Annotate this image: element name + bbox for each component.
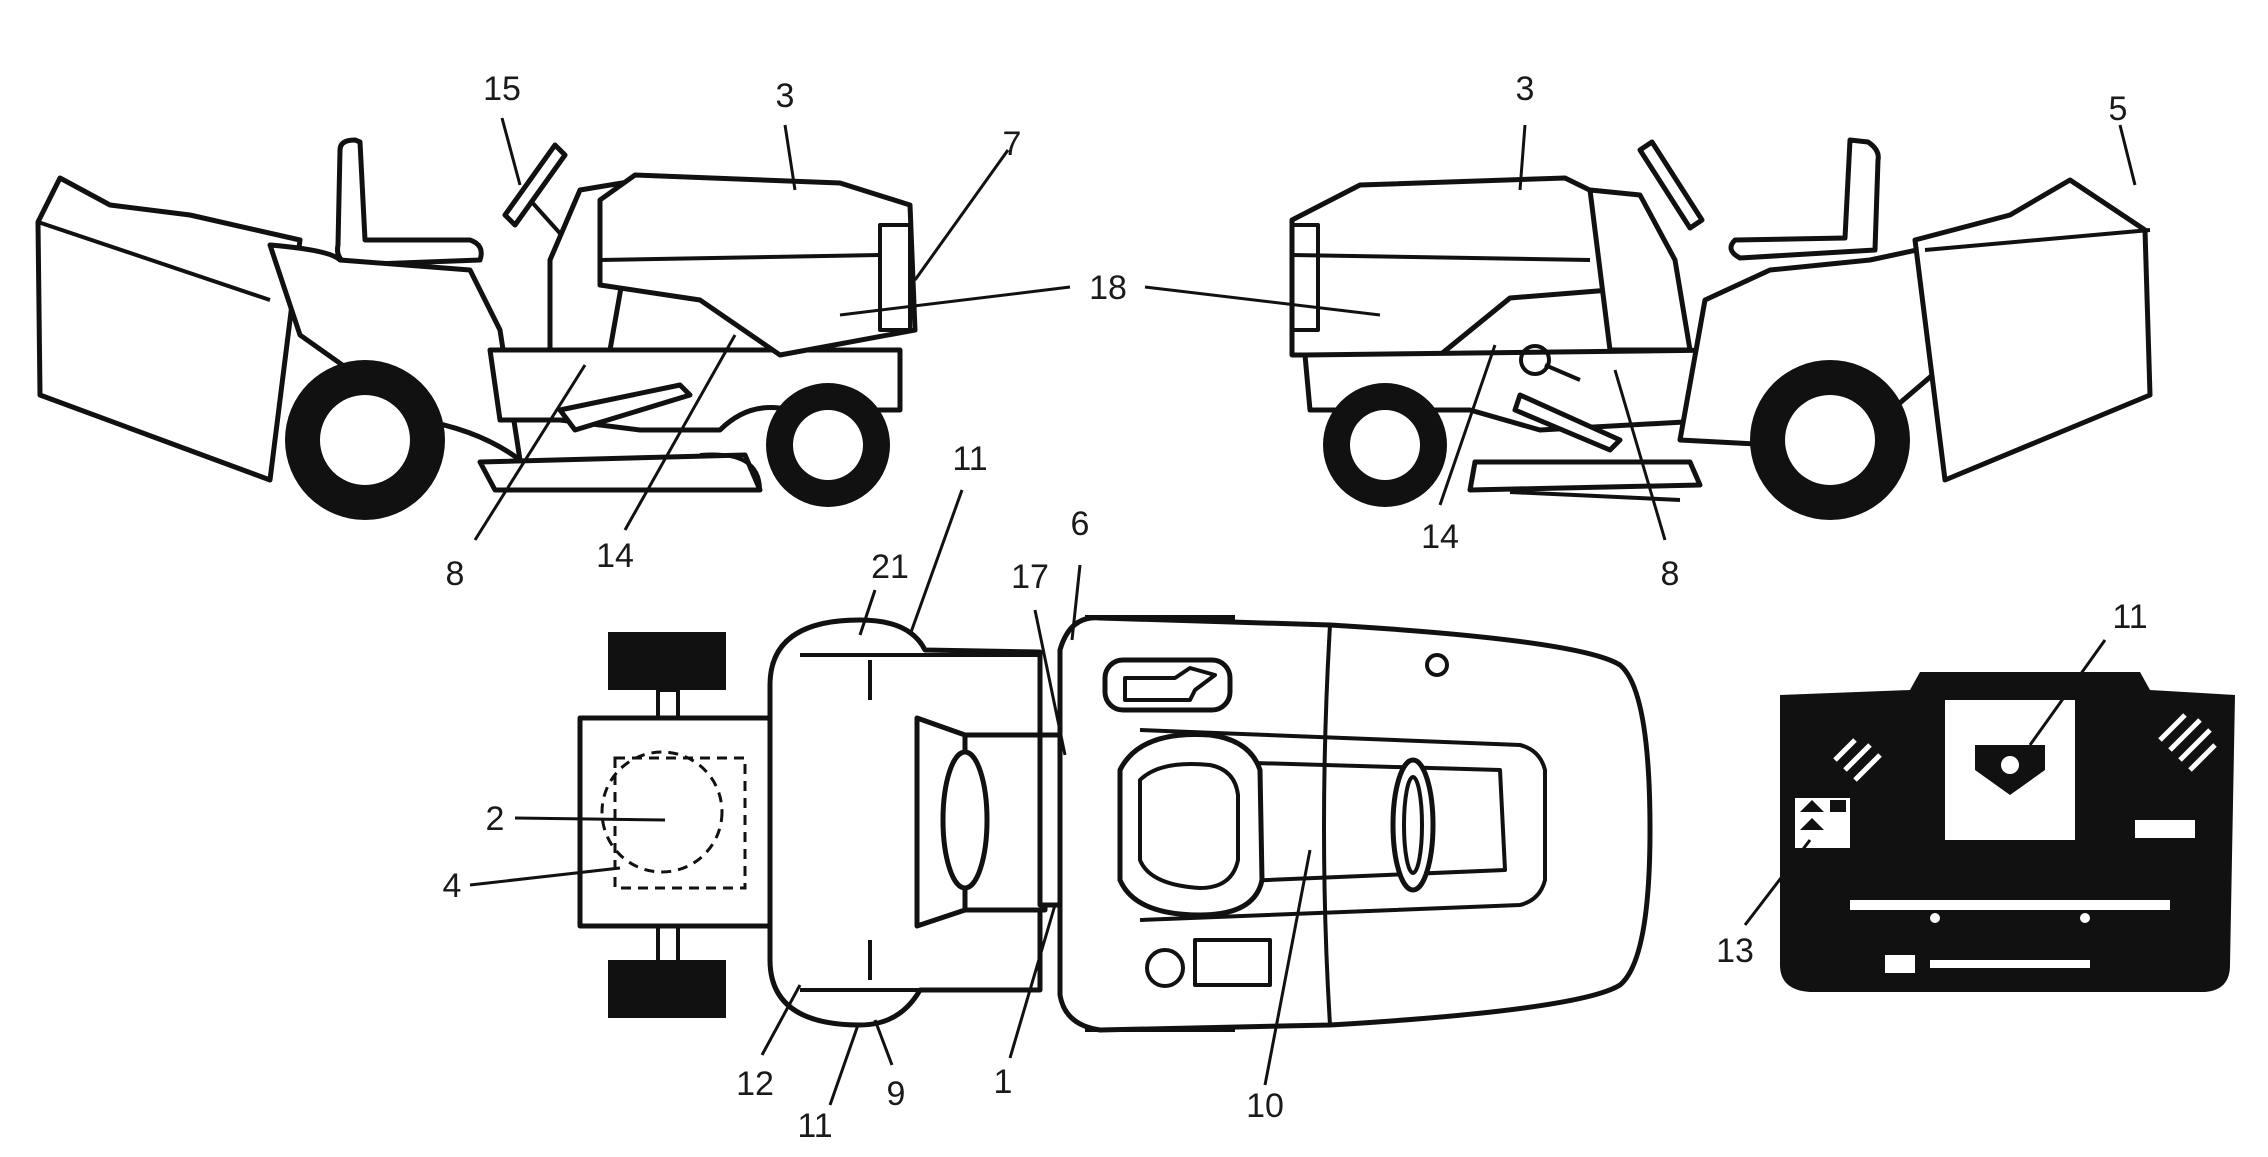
callout-7: 7	[1003, 125, 1022, 163]
callout-17: 17	[1011, 558, 1049, 596]
body-top	[1057, 615, 1653, 1033]
callout-5: 5	[2109, 90, 2128, 128]
dashed-box	[613, 756, 747, 890]
pedal-right	[1512, 392, 1623, 453]
dashed-circle	[600, 750, 724, 874]
callout-8-right: 8	[1661, 555, 1680, 593]
callout-3: 3	[776, 77, 795, 115]
pedal-left	[557, 382, 693, 433]
callout-9: 9	[887, 1075, 906, 1113]
hood-top	[1139, 728, 1547, 922]
callout-12: 12	[736, 1065, 774, 1103]
callout-13: 13	[1716, 932, 1754, 970]
callout-labels: 15 3 7 18 8 14 3 5 14 8 11 21 17 6 2 4 1…	[443, 70, 2148, 1145]
callout-21: 21	[871, 548, 909, 586]
rear-wheel-top-1	[608, 632, 726, 690]
callout-8: 8	[446, 555, 465, 593]
control-panel	[1780, 672, 2235, 992]
top-view	[577, 615, 1653, 1033]
callout-14-right: 14	[1421, 518, 1459, 556]
grass-bag-right	[1912, 177, 2153, 483]
dash-right	[1587, 187, 1693, 353]
callout-11-top: 11	[952, 440, 987, 478]
callout-18: 18	[1089, 269, 1127, 307]
steering-wheel-right	[1637, 139, 1705, 231]
seat-left	[335, 137, 484, 268]
callout-1: 1	[994, 1063, 1013, 1101]
seat-right	[1728, 137, 1881, 261]
grass-bag-left	[35, 175, 303, 483]
leader-lines	[469, 117, 2137, 1106]
callout-3-right: 3	[1516, 70, 1535, 108]
steering-wheel-left	[502, 142, 568, 228]
vent-top	[1390, 757, 1436, 893]
callout-10: 10	[1246, 1087, 1284, 1125]
hood-right	[1289, 175, 1613, 358]
callout-4: 4	[443, 867, 462, 905]
shift-lever-knob-right	[1519, 344, 1551, 376]
callout-11-bottom: 11	[797, 1107, 832, 1145]
callout-6: 6	[1071, 505, 1090, 543]
callout-14: 14	[596, 537, 634, 575]
hood-left	[597, 172, 918, 358]
callout-2: 2	[486, 800, 505, 838]
mower-deck-left	[477, 452, 763, 493]
side-view-right	[1289, 137, 2153, 520]
callout-11-panel: 11	[2112, 598, 2147, 636]
callout-15: 15	[483, 70, 521, 108]
side-view-left	[35, 137, 918, 520]
mower-deck-right	[1467, 459, 1703, 493]
seat-top	[1117, 731, 1265, 918]
